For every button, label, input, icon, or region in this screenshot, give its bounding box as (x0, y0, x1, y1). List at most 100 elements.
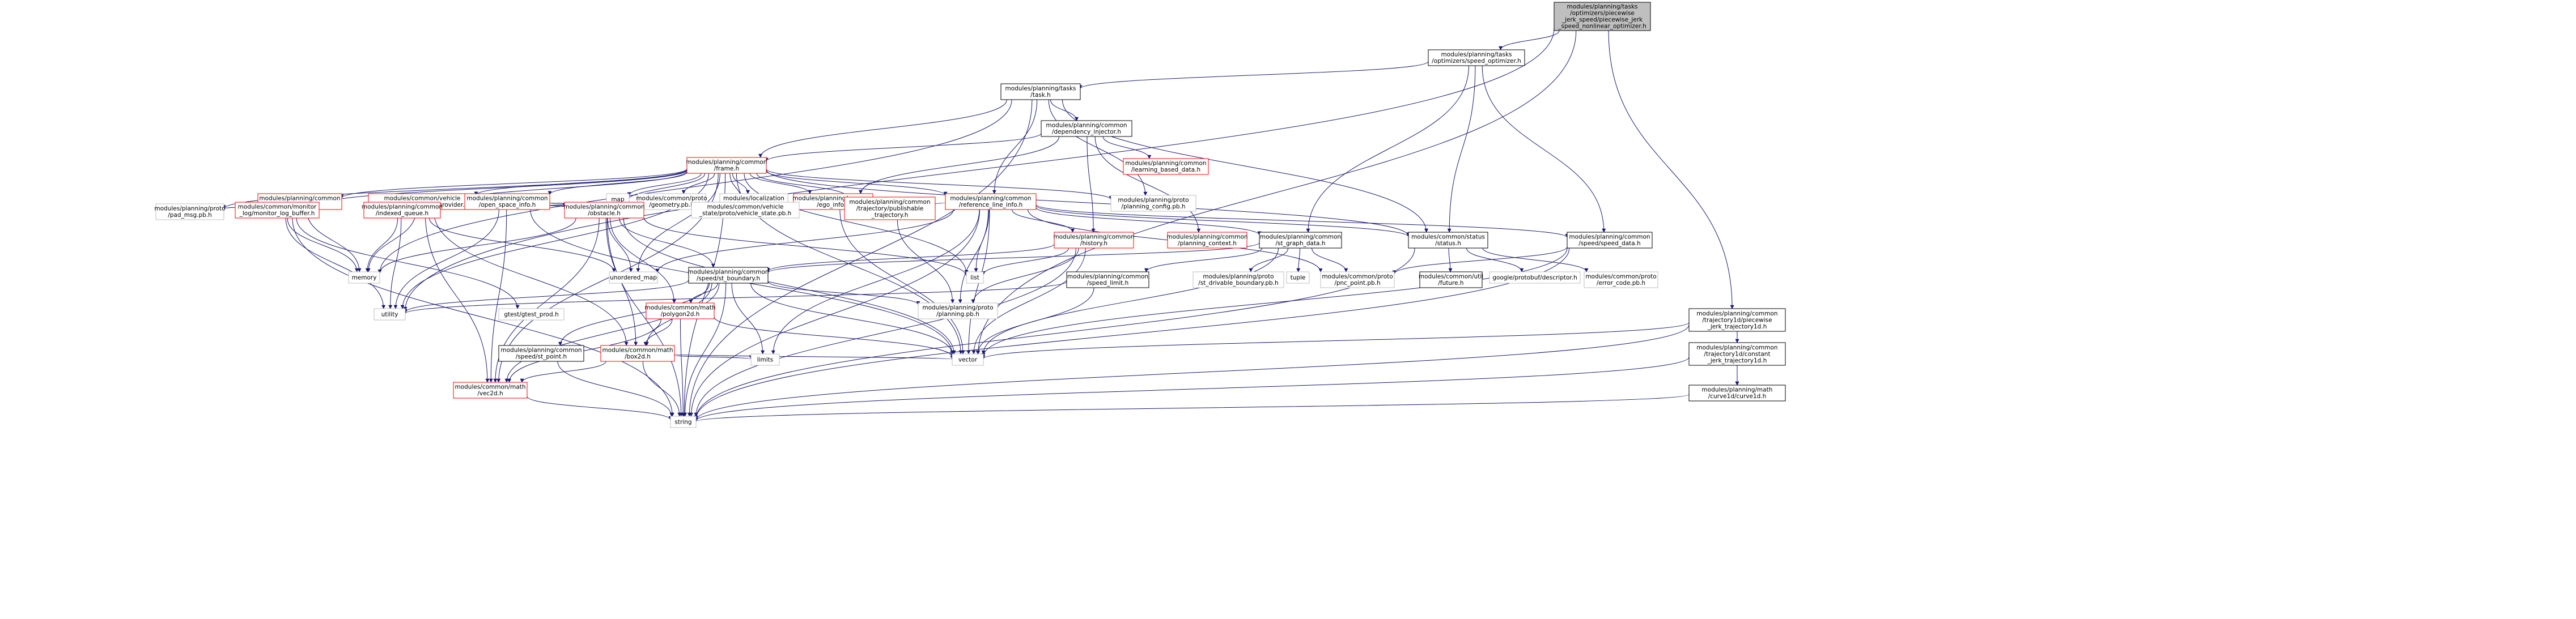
node-tuple: tuple (1286, 271, 1310, 284)
node-st_graph_data[interactable]: modules/planning/common/st_graph_data.h (1259, 232, 1342, 249)
node-speed_opt[interactable]: modules/planning/tasks/optimizers/speed_… (1428, 49, 1525, 66)
edge-history-to-st_boundary (766, 244, 1055, 272)
node-label: gtest/gtest_prod.h (504, 311, 558, 318)
node-planning_context[interactable]: modules/planning/common/planning_context… (1166, 232, 1248, 249)
node-logmonitor[interactable]: modules/common/monitor_log/monitor_log_b… (235, 202, 320, 219)
node-dep_inj[interactable]: modules/planning/common/dependency_injec… (1041, 120, 1132, 137)
node-unordered_map: unordered_map (609, 271, 658, 284)
node-label: modules/localization (723, 195, 784, 202)
edge-frame-to-local_view (339, 168, 688, 199)
node-label: /speed/speed_data.h (1578, 240, 1640, 247)
edge-ref_line-to-string (689, 209, 980, 417)
node-label: modules/planning/common (1125, 160, 1206, 167)
node-frame[interactable]: modules/planning/common/frame.h (686, 157, 767, 174)
node-label: modules/planning/common (1053, 234, 1134, 241)
edge-vsp-to-box2d (433, 209, 629, 346)
edge-speed_data-to-vector (981, 247, 1568, 357)
edge-root-to-utility (403, 28, 1555, 311)
node-root[interactable]: modules/planning/tasks/optimizers/piecew… (1554, 2, 1651, 31)
edge-speed_limit-to-vector (975, 287, 1094, 355)
edge-speed_opt-to-status (1447, 65, 1476, 233)
node-indexed_queue[interactable]: modules/planning/common/indexed_queue.h (362, 202, 443, 219)
edge-frame-to-publishable (756, 173, 849, 198)
node-label: /ego_info.h (817, 202, 850, 208)
node-box (1110, 195, 1196, 212)
node-label: /pnc_point.pb.h (1334, 280, 1380, 287)
edge-st_boundary-to-planning_pb (767, 281, 920, 305)
edge-box2d-to-vector (674, 353, 954, 360)
node-st_boundary[interactable]: modules/planning/common/speed/st_boundar… (688, 267, 769, 284)
edge-history-to-vector (971, 247, 1086, 355)
node-curve1d[interactable]: modules/planning/math/curve1d/curve1d.h (1688, 385, 1786, 402)
node-box (498, 308, 565, 321)
node-open_space[interactable]: modules/planning/common/open_space_info.… (464, 193, 550, 210)
node-box (1123, 158, 1209, 175)
node-box2d[interactable]: modules/common/math/box2d.h (600, 345, 675, 362)
node-box (844, 197, 936, 220)
node-label: modules/planning/tasks (1005, 86, 1076, 92)
node-label: modules/common/math (644, 305, 715, 311)
node-label: /trajectory1d/constant (1704, 351, 1770, 357)
edge-speed_point-to-string (557, 361, 674, 417)
edge-frame-to-unordered_map (636, 173, 720, 272)
node-label: /planning_context.h (1178, 240, 1237, 247)
node-label: _jerk_trajectory1d.h (1707, 357, 1767, 364)
edge-obstacle-to-memory (377, 217, 576, 274)
node-task[interactable]: modules/planning/tasks/task.h (1000, 83, 1081, 100)
node-speed_data[interactable]: modules/planning/common/speed/speed_data… (1567, 232, 1653, 249)
edge-frame-to-ref_line (766, 170, 948, 196)
node-label: modules/planning/common (686, 159, 767, 166)
edge-logmonitor-to-gtest_prod (296, 217, 520, 309)
edge-speed_opt-to-st_graph_data (1306, 65, 1469, 233)
node-label: modules/planning/common (1260, 234, 1341, 241)
node-speed_limit[interactable]: modules/planning/common/speed_limit.h (1066, 271, 1149, 288)
node-ref_line[interactable]: modules/planning/common/reference_line_i… (945, 193, 1037, 210)
node-label: modules/planning/common (950, 195, 1031, 202)
node-polygon2d[interactable]: modules/common/math/polygon2d.h (644, 302, 716, 319)
edge-st_boundary-to-vector (750, 283, 954, 355)
edge-ref_line-to-planning_pb (958, 209, 989, 304)
node-box (1192, 271, 1284, 288)
node-label: limits (757, 356, 774, 363)
node-label: /trajectory/publishable (856, 205, 924, 212)
node-learning[interactable]: modules/planning/common/learning_based_d… (1123, 158, 1209, 175)
node-label: modules/planning/common (1696, 344, 1777, 351)
node-utility: utility (374, 308, 406, 321)
edge-dep_inj-to-ego_info (859, 136, 1059, 194)
edge-ref_line-to-limits (771, 209, 980, 355)
node-obstacle[interactable]: modules/planning/common/obstacle.h (563, 202, 645, 219)
edge-indexed_queue-to-memory (365, 217, 398, 272)
node-label: /speed/st_boundary.h (697, 275, 760, 282)
node-publishable[interactable]: modules/planning/common/trajectory/publi… (844, 197, 936, 220)
edge-dep_inj-to-planning_context (1094, 136, 1201, 233)
node-box (1066, 271, 1149, 288)
edge-st_boundary-to-speed_point (558, 283, 710, 346)
node-label: tuple (1291, 274, 1306, 281)
edge-st_boundary-to-limits (731, 283, 765, 355)
edge-curve1d-to-string (694, 394, 1690, 422)
node-string: string (670, 416, 697, 428)
edge-vec2d-to-string (527, 396, 673, 420)
node-future[interactable]: modules/common/util/future.h (1419, 271, 1483, 288)
edge-speed_data-to-pnc_point_pb (1392, 246, 1568, 275)
edge-open_space-to-utility (393, 209, 499, 309)
node-label: /frame.h (714, 165, 740, 172)
edge-task-to-frame (758, 99, 1007, 158)
node-label: /optimizers/speed_optimizer.h (1432, 58, 1521, 65)
node-speed_point[interactable]: modules/planning/common/speed/st_point.h (498, 345, 584, 362)
node-vec2d[interactable]: modules/common/math/vec2d.h (453, 382, 528, 399)
node-pnc_point_pb: modules/common/proto/pnc_point.pb.h (1320, 271, 1395, 288)
node-box (1428, 49, 1525, 66)
node-status[interactable]: modules/common/status/status.h (1408, 232, 1488, 249)
node-list: list (966, 271, 984, 284)
edge-st_graph_data-to-tuple (1296, 247, 1301, 272)
edge-frame-to-pad_msg (222, 168, 688, 210)
edge-open_space-to-obstacle (549, 203, 567, 207)
node-history[interactable]: modules/planning/common/history.h (1053, 232, 1135, 249)
node-label: modules/planning/tasks (1441, 52, 1512, 58)
edge-polygon2d-to-string (680, 318, 685, 417)
edge-indexed_queue-to-unordered_map (429, 217, 616, 272)
node-pw_jerk_traj[interactable]: modules/planning/common/trajectory1d/pie… (1688, 308, 1786, 332)
node-const_jerk_traj[interactable]: modules/planning/common/trajectory1d/con… (1688, 342, 1786, 366)
